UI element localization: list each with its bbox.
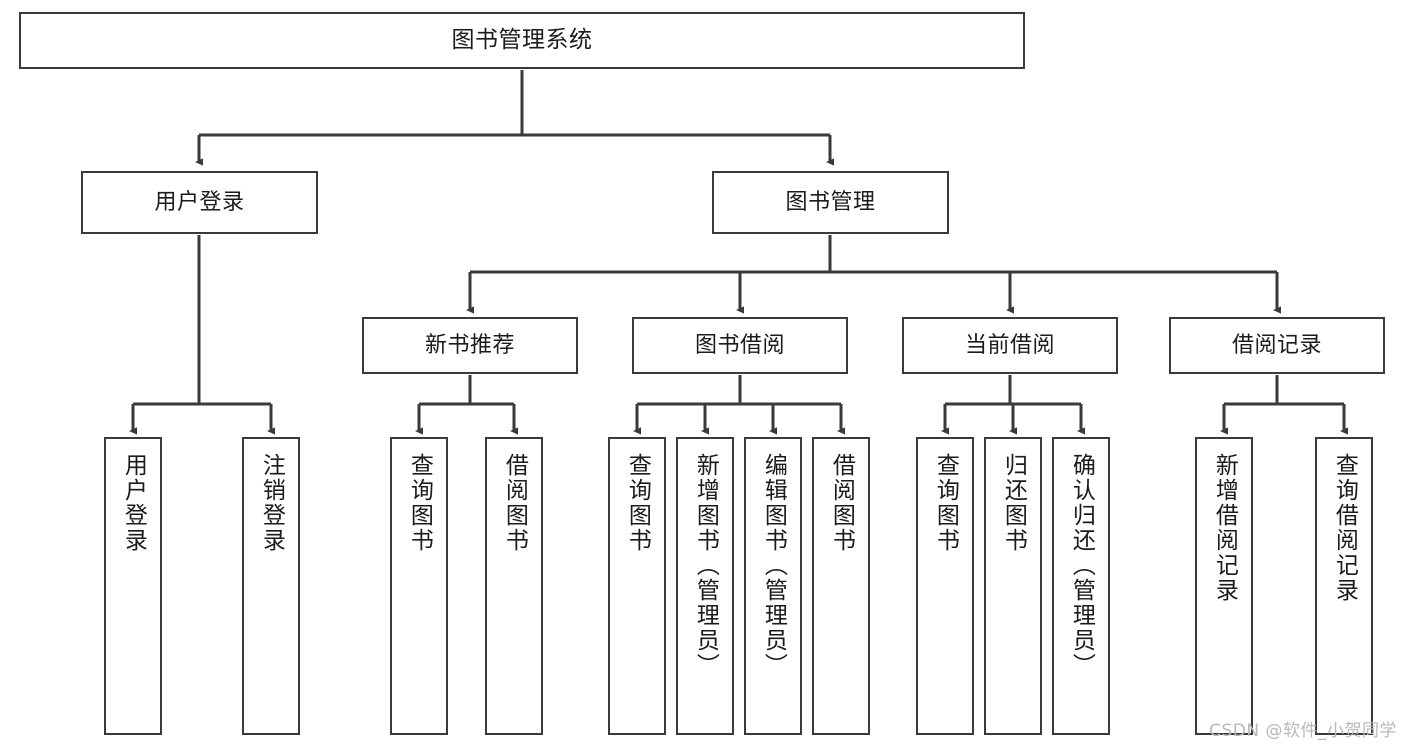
node-leaf-query-book-recommend[interactable]: 查询图书 [390,437,448,735]
node-book-management[interactable]: 图书管理 [712,171,949,234]
node-label: 新增借阅记录 [1211,453,1238,603]
node-label: 用户登录 [154,189,245,215]
node-leaf-user-login[interactable]: 用户登录 [104,437,162,735]
node-label: 借阅记录 [1231,332,1322,358]
node-leaf-query-book-borrow[interactable]: 查询图书 [608,437,666,735]
node-book-borrow[interactable]: 图书借阅 [632,317,848,374]
node-label: 借阅图书 [828,453,855,553]
node-leaf-query-book-current[interactable]: 查询图书 [916,437,974,735]
node-label: 图书管理 [785,189,876,215]
node-label: 确认归还（管理员） [1068,453,1095,678]
node-label: 查询图书 [932,453,959,553]
node-leaf-add-borrow-record[interactable]: 新增借阅记录 [1195,437,1253,735]
node-root-book-management-system[interactable]: 图书管理系统 [19,12,1025,69]
node-label: 查询借阅记录 [1331,453,1358,603]
node-user-login[interactable]: 用户登录 [81,171,318,234]
node-new-book-recommend[interactable]: 新书推荐 [362,317,578,374]
node-leaf-logout-login[interactable]: 注销登录 [242,437,300,735]
node-label: 借阅图书 [501,453,528,553]
node-label: 查询图书 [624,453,651,553]
node-leaf-add-book-admin[interactable]: 新增图书（管理员） [676,437,734,735]
node-leaf-edit-book-admin[interactable]: 编辑图书（管理员） [744,437,802,735]
node-current-borrow[interactable]: 当前借阅 [902,317,1118,374]
node-label: 新增图书（管理员） [692,453,719,678]
node-label: 图书管理系统 [451,27,593,54]
node-label: 归还图书 [1000,453,1027,553]
watermark-text: CSDN @软件_小贺同学 [1209,721,1397,741]
node-leaf-borrow-book-recommend[interactable]: 借阅图书 [485,437,543,735]
node-label: 图书借阅 [694,332,785,358]
node-label: 用户登录 [120,453,147,553]
node-label: 编辑图书（管理员） [760,453,787,678]
node-leaf-return-book[interactable]: 归还图书 [984,437,1042,735]
node-label: 当前借阅 [964,332,1055,358]
node-label: 新书推荐 [424,332,515,358]
node-label: 注销登录 [258,453,285,553]
node-leaf-confirm-return-admin[interactable]: 确认归还（管理员） [1052,437,1110,735]
node-label: 查询图书 [406,453,433,553]
node-borrow-record[interactable]: 借阅记录 [1169,317,1385,374]
node-leaf-borrow-book[interactable]: 借阅图书 [812,437,870,735]
node-leaf-query-borrow-record[interactable]: 查询借阅记录 [1315,437,1373,735]
